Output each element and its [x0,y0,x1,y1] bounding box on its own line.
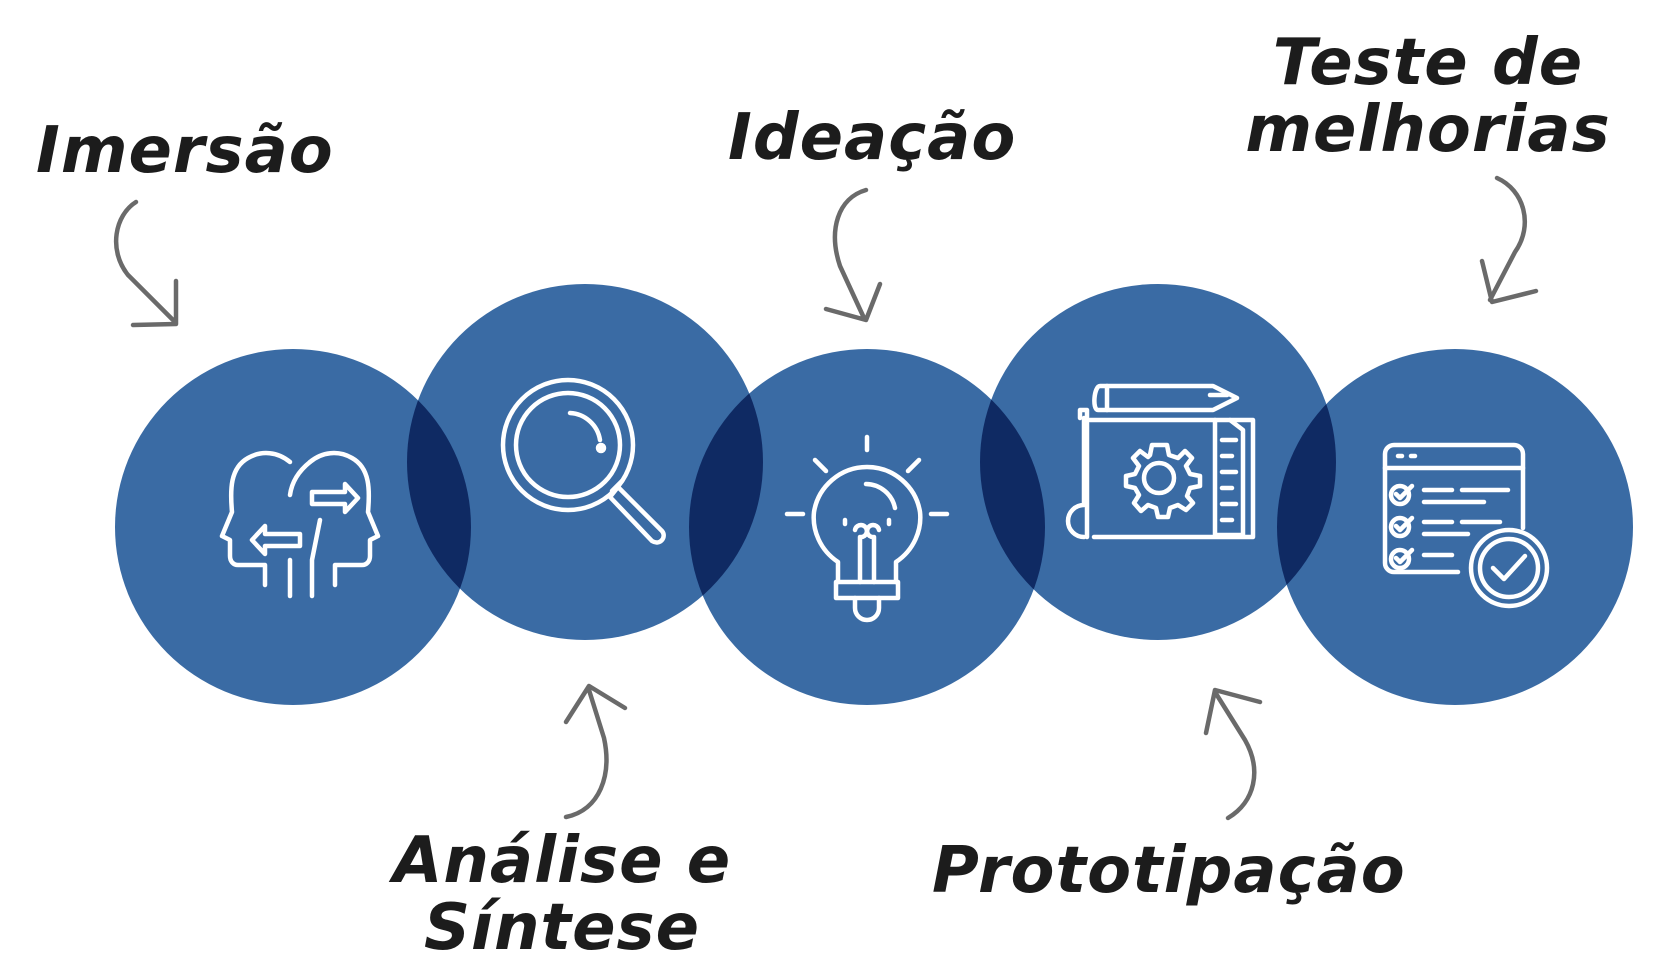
step-label-5: Teste de melhorias [1245,26,1611,168]
step-label-2-line-2: Síntese [423,891,701,966]
step-label-1-line-1: Imersão [36,114,334,188]
step-label-1: Imersão [36,114,334,188]
lightbulb-icon [784,434,950,623]
heads-swap-icon [219,450,381,599]
step-label-2: Análise e Síntese [392,824,732,966]
step-label-4-line-1: Prototipação [932,834,1406,908]
arrows-group [113,175,1539,821]
step-label-5-line-2: melhorias [1245,93,1611,168]
arrow-teste [1479,175,1539,305]
arrow-prototipacao [1203,687,1263,821]
step-circle-1 [115,349,471,705]
arrow-analise [563,683,628,820]
step-circle-5 [1277,349,1633,705]
arrow-ideacao [823,187,883,323]
magnifier-icon [500,377,666,545]
step-label-5-line-1: Teste de [1272,26,1584,100]
arrow-imersao [113,199,179,328]
blueprint-gear-icon [1065,383,1256,540]
step-circle-2 [407,284,763,640]
step-label-2-line-1: Análise e [392,824,732,898]
step-label-3: Ideação [728,101,1017,175]
checklist-icon [1382,442,1550,609]
step-label-4: Prototipação [932,834,1406,908]
step-label-3-line-1: Ideação [728,101,1017,175]
